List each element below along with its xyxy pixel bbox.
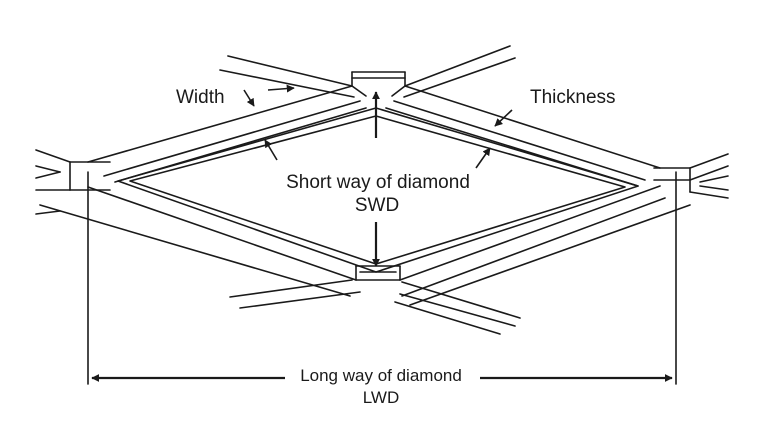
thickness-label: Thickness [530,87,616,108]
lwd-label-line1: Long way of diamond [296,367,466,384]
strand-upper-right [385,45,661,187]
width-arrow-1 [243,89,255,107]
inner-edge-arrow-left [264,139,278,161]
inner-edge-arrow-right [475,147,491,169]
swd-label-line2: SWD [350,196,404,215]
thickness-arrow [494,109,513,127]
bond-node-right [653,153,729,199]
width-label: Width [176,87,225,108]
lwd-label-line2: LWD [362,388,400,407]
strand-lower-right [394,185,691,335]
bond-node-top [351,71,406,97]
swd-label-line1: Short way of diamond [282,173,474,192]
width-arrow-2 [267,84,295,93]
strand-upper-left [87,55,367,183]
bond-node-left [35,149,111,191]
strand-lower-left [35,186,361,309]
